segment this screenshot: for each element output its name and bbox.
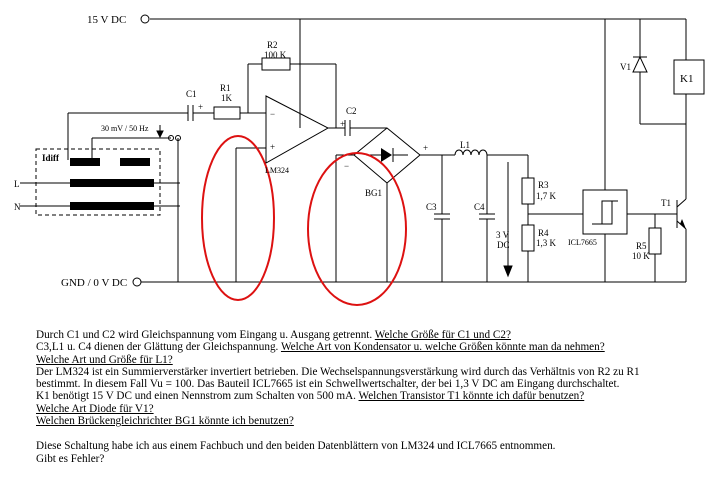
description-text-block: Durch C1 und C2 wird Gleichspannung vom …	[36, 329, 716, 465]
c2-plus: +	[340, 119, 345, 129]
text-line-10: Gibt es Fehler?	[36, 452, 105, 465]
voltage-label-1: 3 V	[496, 230, 510, 240]
line-n-label: N	[14, 202, 21, 212]
signal-label: 30 mV / 50 Hz	[101, 124, 149, 133]
r5-label: R5	[636, 241, 647, 251]
text-line-3: Welche Art und Größe für L1?	[36, 354, 716, 366]
question-l1: Welche Art und Größe für L1?	[36, 353, 173, 366]
r4-value: 1,3 K	[536, 238, 557, 248]
red-marker-circle-left	[201, 135, 275, 301]
idiff-sensor-box	[35, 148, 161, 216]
r1-label: R1	[220, 83, 231, 93]
c1-label: C1	[186, 89, 197, 99]
bridge-label: BG1	[365, 188, 382, 198]
question-t1: Welchen Transistor T1 könnte ich dafür b…	[358, 390, 585, 403]
c3-label: C3	[426, 202, 437, 212]
k1-label: K1	[680, 73, 693, 85]
opamp-label: LM324	[265, 166, 289, 175]
rail-gnd-label: GND / 0 V DC	[61, 277, 127, 289]
r4-resistor	[521, 224, 535, 252]
text-line-9: Diese Schaltung habe ich aus einem Fachb…	[36, 440, 556, 453]
bridge-minus: −	[344, 161, 349, 171]
question-capacitor-type: Welche Art von Kondensator u. welche Grö…	[280, 341, 605, 354]
r1-value: 1K	[221, 93, 233, 103]
r3-resistor	[521, 177, 535, 205]
l1-label: L1	[460, 140, 470, 150]
k1-relay	[673, 59, 705, 95]
c2-label: C2	[346, 106, 357, 116]
text-line-1: Durch C1 und C2 wird Gleichspannung vom …	[36, 329, 511, 341]
ic-label: ICL7665	[568, 238, 597, 247]
rail-15v-label: 15 V DC	[87, 14, 126, 26]
text-line-6: K1 benötigt 15 V DC und einen Nennstrom …	[36, 390, 585, 403]
c4-label: C4	[474, 202, 485, 212]
icl7665-threshold-switch	[582, 189, 628, 235]
t1-label: T1	[661, 198, 671, 208]
sensor-label: Idiff	[42, 153, 60, 163]
opamp-plus: +	[270, 142, 275, 152]
r3-value: 1,7 K	[536, 191, 557, 201]
text-line-8: Welchen Brückengleichrichter BG1 könnte …	[36, 415, 716, 427]
question-bg1: Welchen Brückengleichrichter BG1 könnte …	[36, 415, 294, 428]
c1-plus: +	[198, 102, 203, 112]
r5-value: 10 K	[632, 251, 650, 261]
circuit-schematic: 15 V DC GND / 0 V DC R2 100 K C1 R1 1K +…	[14, 14, 705, 306]
r2-value: 100 K	[264, 50, 287, 60]
text-line-5: bestimmt. In diesem Fall Vu = 100. Das B…	[36, 378, 620, 391]
l1-inductor	[454, 149, 488, 156]
question-c1-c2: Welche Größe für C1 und C2?	[374, 329, 511, 341]
r1-resistor	[213, 106, 241, 120]
line-l-label: L	[14, 179, 20, 189]
question-v1: Welche Art Diode für V1?	[36, 402, 154, 415]
voltage-label-2: DC	[497, 240, 510, 250]
bridge-plus: +	[423, 143, 428, 153]
r4-label: R4	[538, 228, 549, 238]
text-line-2: C3,L1 u. C4 dienen der Glättung der Glei…	[36, 341, 605, 354]
r3-label: R3	[538, 180, 549, 190]
r2-label: R2	[267, 40, 278, 50]
text-line-4: Der LM324 ist ein Summierverstärker inve…	[36, 365, 640, 378]
opamp-symbol	[265, 95, 330, 164]
opamp-minus: −	[270, 109, 275, 119]
r5-resistor	[648, 227, 662, 255]
red-marker-circle-right	[307, 152, 407, 306]
v1-label: V1	[620, 62, 631, 72]
text-line-7: Welche Art Diode für V1?	[36, 403, 716, 415]
